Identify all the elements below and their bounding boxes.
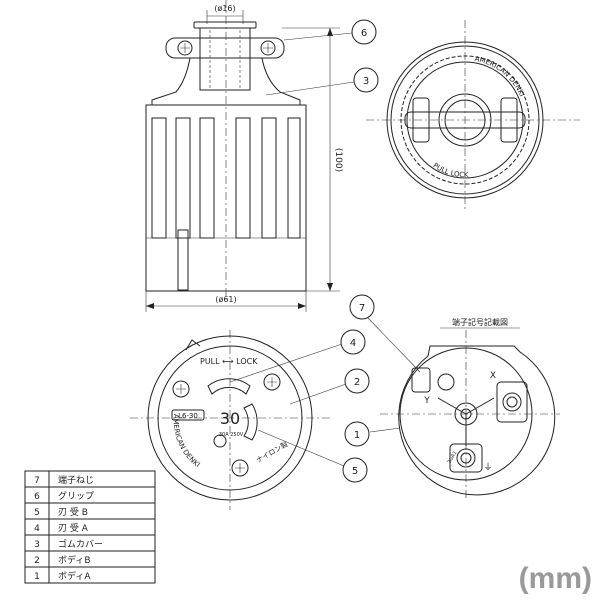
svg-text:7: 7 [359,303,365,314]
terminal-diagram: 端子記号記載図 Y X ⏚ 2GA1 7 1 [344,294,560,500]
callout-3 [353,67,379,93]
svg-text:3: 3 [363,76,369,87]
parts-table-no: 1 [34,572,40,582]
dimension-height: (100) [333,148,343,172]
parts-table-name: ボディB [58,554,91,566]
callout-4 [340,329,366,355]
small-rating-label: 30A 250V [219,432,244,438]
clamp-screw-left [177,40,193,56]
side-view: (ø16) (100) [145,0,379,312]
parts-table-name: グリップ [58,490,94,502]
dimension-top-diameter: (ø16) [214,4,235,13]
rating-label: 30 [220,409,240,428]
clamp-screw-right [260,40,276,56]
parts-table-name: ボディA [58,570,91,582]
top-view-brand-arc: AMERICAN DENKI [474,55,526,98]
callout-6 [351,19,377,45]
parts-table-no: 7 [34,476,40,486]
svg-text:5: 5 [352,466,358,477]
svg-text:2: 2 [354,377,360,388]
callout-7 [349,294,375,320]
parts-table-name: ゴムカバー [58,538,103,550]
parts-table-no: 2 [34,556,40,566]
ground-mark: ⏚ [483,462,492,473]
parts-table-no: 6 [34,492,40,502]
pull-lock-label: PULL ⟷ LOCK [200,357,258,366]
front-face-view: PULL ⟷ LOCK L6-30 30 30A 250V AMERICAN D… [130,329,370,510]
unit-label: (mm) [519,562,592,595]
svg-text:X: X [490,371,496,381]
parts-table-no: 5 [34,508,40,518]
parts-table: 7 端子ねじ 6 グリップ 5 刃 受 B 4 刃 受 A 3 ゴムカバー 2 … [24,470,156,584]
model-label: L6-30 [178,412,198,420]
callout-5 [342,457,368,483]
parts-table-name: 端子ねじ [58,474,94,486]
parts-table-name: 刃 受 A [58,522,89,534]
callout-2 [344,368,370,394]
top-view: AMERICAN DENKI PULL LOCK [366,20,580,212]
face-brand-arc: AMERICAN DENKI [172,414,202,469]
callout-1 [344,421,370,447]
svg-text:1: 1 [354,430,360,441]
face-screw [263,373,281,391]
svg-text:Y: Y [423,396,430,406]
face-screw [231,459,249,477]
face-screw [172,380,190,398]
terminal-diagram-title: 端子記号記載図 [452,317,508,327]
material-label: ナイロン製 [255,439,290,464]
top-view-pull-lock-arc: PULL LOCK [432,162,469,180]
dimension-body-diameter: (ø61) [215,295,236,304]
svg-text:4: 4 [350,338,356,349]
parts-table-name: 刃 受 B [58,506,88,518]
svg-text:6: 6 [361,28,367,39]
parts-table-no: 4 [34,524,40,534]
parts-table-no: 3 [34,540,40,550]
